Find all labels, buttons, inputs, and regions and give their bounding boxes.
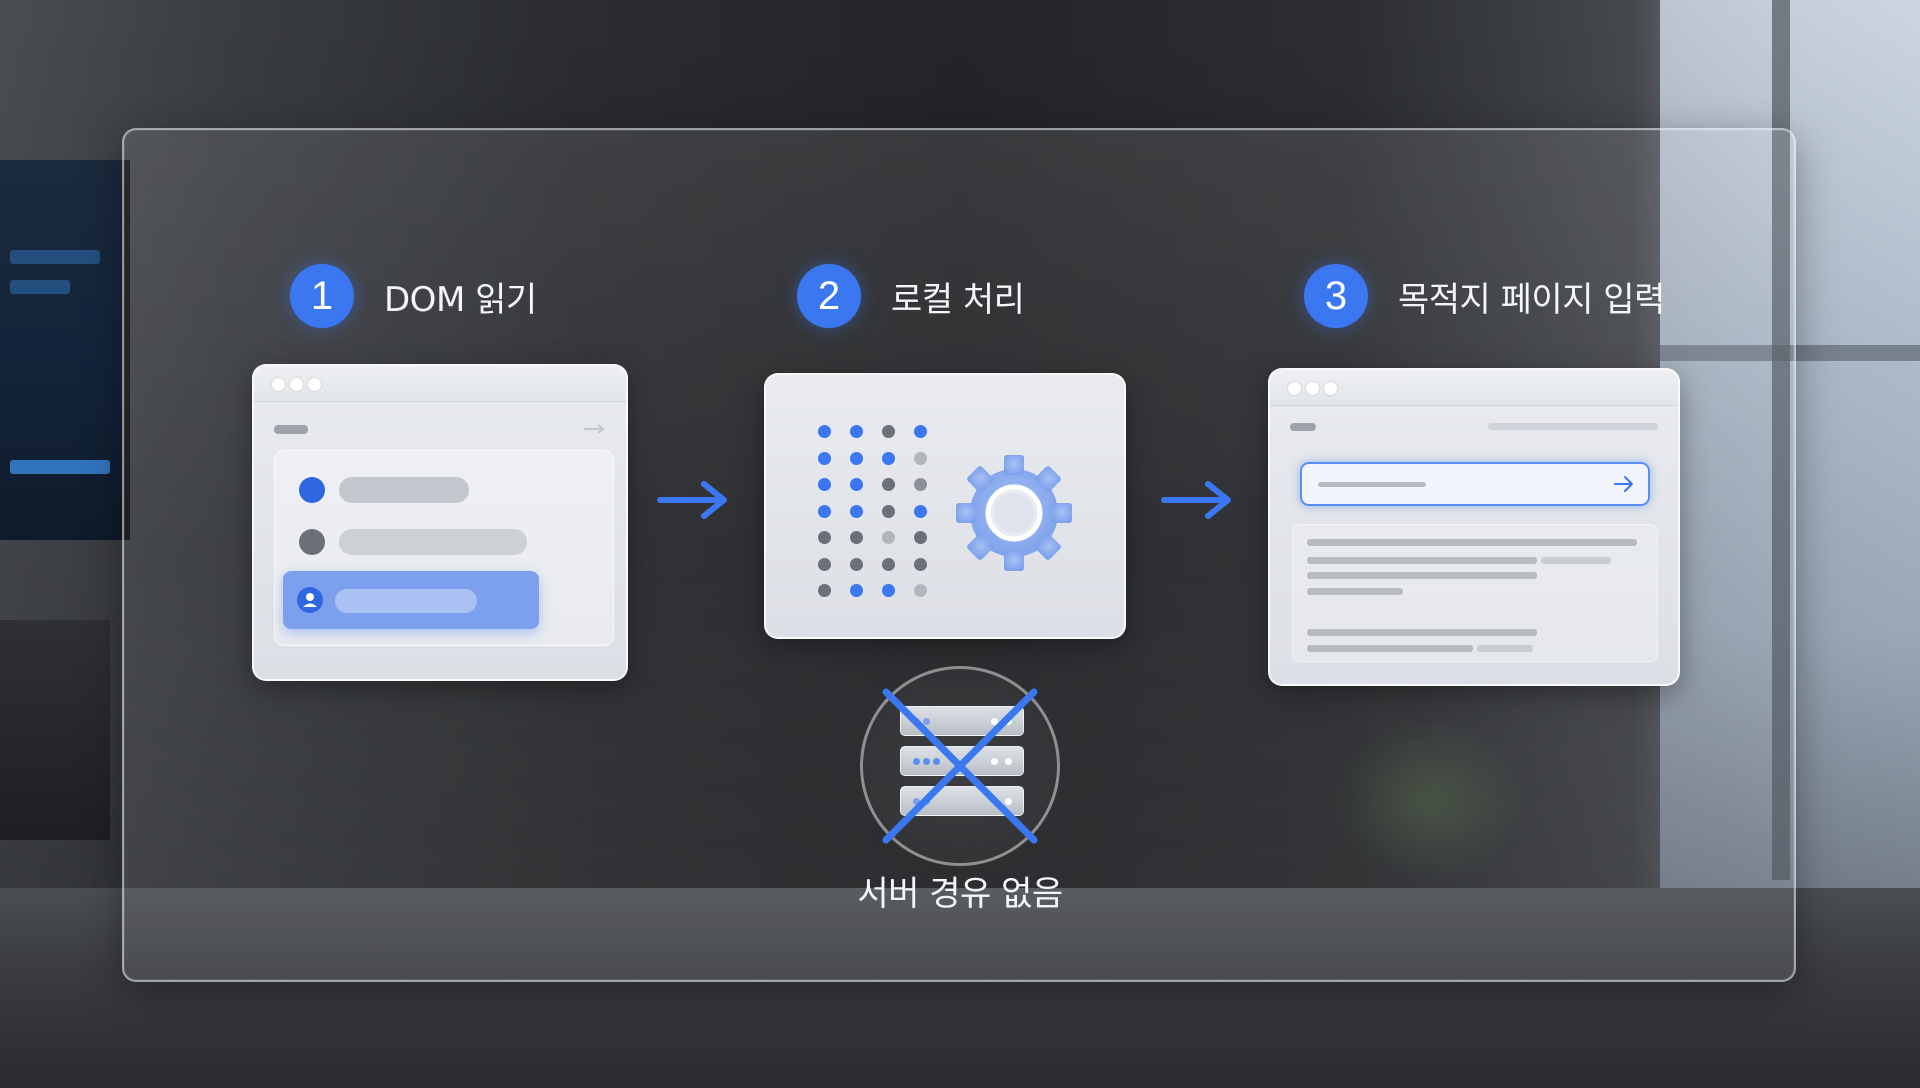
step-2-label: 로컬 처리 (891, 279, 1025, 320)
step-1-header: 1 DOM 읽기 (290, 264, 537, 328)
list-item (275, 463, 613, 513)
no-server-label: 서버 경유 없음 (857, 874, 1063, 914)
address-placeholder (1290, 423, 1316, 431)
data-dot (882, 451, 895, 465)
step-3-header: 3 목적지 페이지 입력 (1304, 264, 1665, 328)
data-dot (850, 451, 863, 465)
no-server-indicator (860, 666, 1060, 866)
data-dot (850, 531, 863, 544)
data-dot (818, 531, 831, 544)
step-2-badge: 2 (797, 264, 861, 328)
background-window-frame (1772, 0, 1790, 880)
data-dot (882, 557, 895, 571)
data-dot (882, 584, 895, 597)
background-monitor (0, 160, 130, 540)
data-dot (818, 504, 831, 518)
window-titlebar (254, 366, 626, 402)
list-item-text-placeholder (339, 529, 527, 555)
list-bullet-icon (299, 477, 325, 503)
data-dot (818, 451, 831, 465)
data-dot (850, 478, 863, 491)
data-dot (850, 504, 863, 518)
selected-text-placeholder (335, 589, 477, 613)
data-dot (818, 478, 831, 491)
list-item (275, 515, 613, 565)
data-dot (882, 478, 895, 491)
data-dot (850, 425, 863, 438)
address-placeholder (274, 425, 308, 434)
background-plant (1330, 720, 1530, 880)
dom-read-window (252, 364, 628, 681)
window-dot-icon (308, 378, 321, 391)
background-monitor (0, 620, 110, 840)
step-1-label: DOM 읽기 (384, 279, 537, 320)
data-dot (850, 584, 863, 597)
arrow-right-icon (584, 424, 605, 434)
window-dot-icon (272, 378, 285, 391)
page-content-placeholder (1292, 524, 1658, 662)
list-bullet-icon (299, 529, 325, 555)
data-dot (914, 504, 927, 518)
data-dot (914, 584, 927, 597)
destination-page-window (1268, 368, 1680, 686)
data-dot (914, 478, 927, 491)
data-dot (914, 531, 927, 544)
window-dot-icon (290, 378, 303, 391)
data-dot (818, 557, 831, 571)
destination-input-field (1300, 462, 1650, 506)
list-item-text-placeholder (339, 477, 469, 503)
step-2-header: 2 로컬 처리 (797, 264, 1025, 328)
background-window-frame (1660, 345, 1920, 361)
user-icon (297, 587, 323, 613)
data-dot (914, 451, 927, 465)
arrow-right-icon (657, 481, 727, 519)
window-dot-icon (1306, 382, 1319, 395)
window-titlebar (1270, 370, 1678, 406)
dom-list-panel (274, 450, 614, 646)
window-dot-icon (1324, 382, 1337, 395)
data-dot (914, 425, 927, 438)
data-dot (882, 531, 895, 544)
data-dot (850, 557, 863, 571)
data-dot (882, 504, 895, 518)
step-3-label: 목적지 페이지 입력 (1398, 279, 1665, 320)
gear-icon (956, 455, 1072, 571)
background-desk (0, 888, 1920, 1088)
arrow-right-icon (1161, 481, 1231, 519)
data-dot (818, 425, 831, 438)
input-text-placeholder (1318, 482, 1426, 487)
data-dot (818, 584, 831, 597)
step-1-badge: 1 (290, 264, 354, 328)
data-dot (882, 425, 895, 438)
background-window (1660, 0, 1920, 900)
window-dot-icon (1288, 382, 1301, 395)
data-dot (914, 557, 927, 571)
header-placeholder (1488, 423, 1658, 430)
step-3-badge: 3 (1304, 264, 1368, 328)
local-processing-card (764, 373, 1126, 639)
cross-icon (882, 688, 1038, 844)
selected-dom-element (283, 571, 539, 629)
arrow-right-icon (1614, 476, 1633, 492)
